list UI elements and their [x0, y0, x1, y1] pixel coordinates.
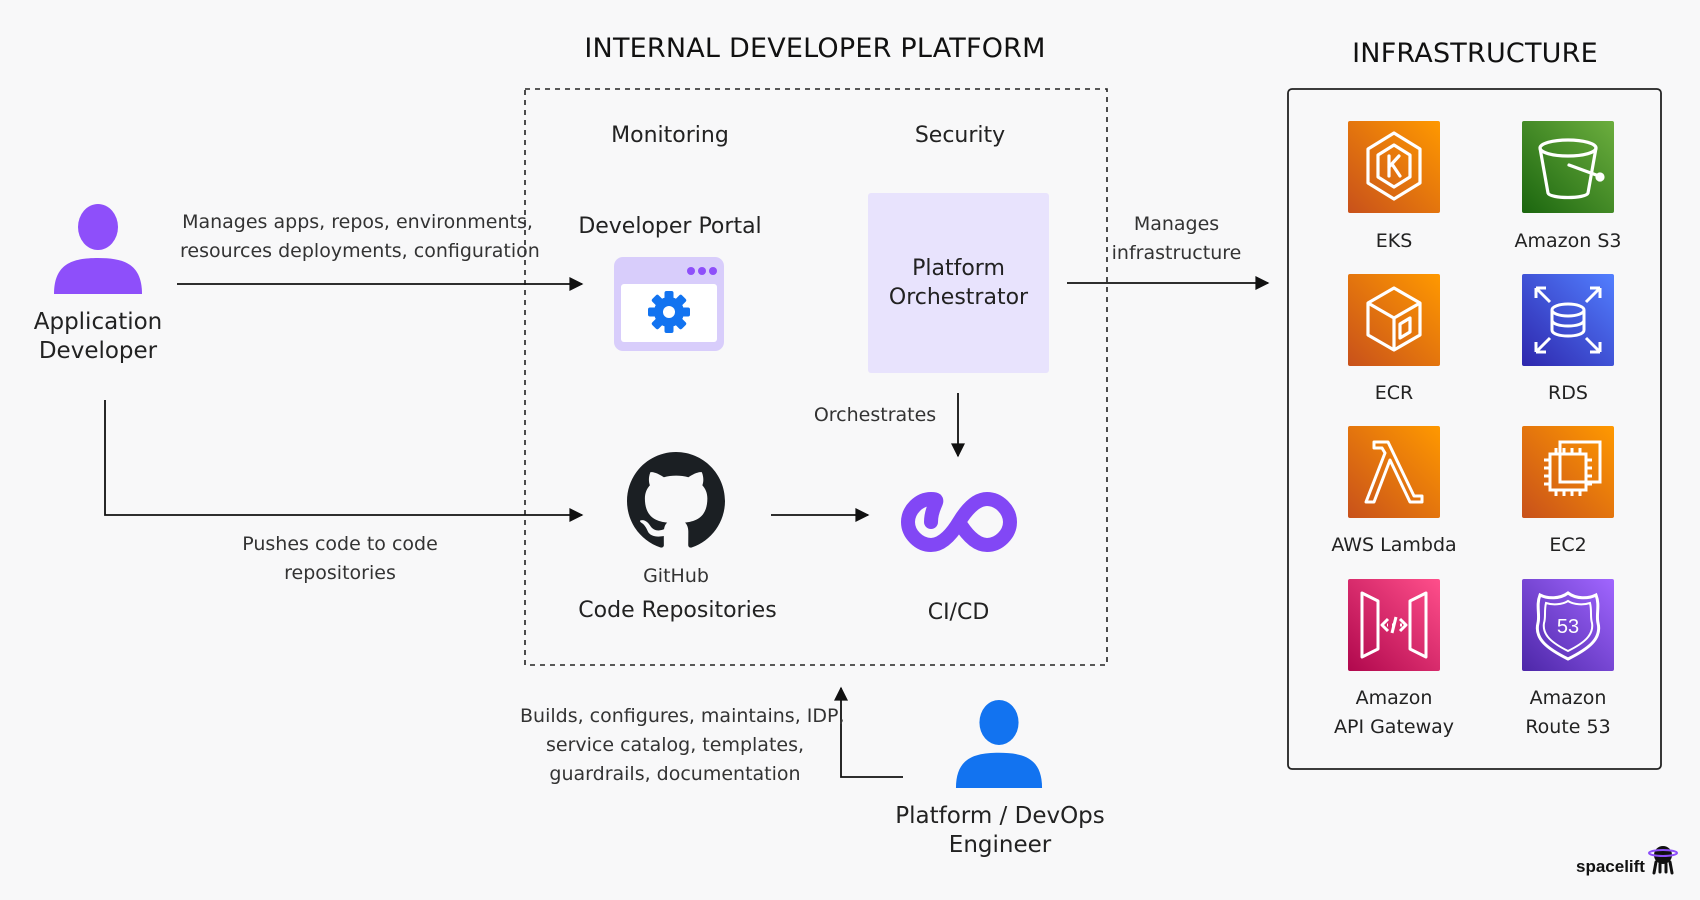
builds-idp-arrow [834, 686, 903, 778]
manages-infrastructure-note: Manages infrastructure [1111, 213, 1242, 264]
builds-idp-note: Builds, configures, maintains, IDP, serv… [520, 705, 845, 785]
github-octocat-icon [627, 452, 725, 548]
platform-orchestrator-box [868, 193, 1049, 373]
platform-title: INTERNAL DEVELOPER PLATFORM [584, 33, 1046, 64]
code-repositories-label: Code Repositories [578, 598, 777, 623]
manages-apps-note: Manages apps, repos, environments, resou… [180, 211, 540, 262]
platform-engineer-label: Platform / DevOps Engineer [895, 803, 1105, 858]
rds-tile [1522, 274, 1614, 366]
security-label: Security [914, 123, 1006, 148]
platform-engineer-icon [955, 699, 1043, 788]
application-developer-icon [54, 204, 142, 294]
application-developer-label: Application Developer [33, 309, 163, 364]
monitoring-label: Monitoring [611, 123, 729, 148]
rds-label: RDS [1548, 382, 1588, 404]
api-gateway-icon [1360, 591, 1428, 659]
developer-portal-icon [614, 257, 724, 351]
pushes-code-note: Pushes code to code repositories [242, 533, 438, 584]
svg-text:53: 53 [1557, 616, 1579, 638]
eks-tile [1348, 121, 1440, 213]
ec2-chip-icon [1544, 440, 1602, 496]
ecr-icon [1366, 286, 1422, 352]
lambda-tile [1348, 426, 1440, 518]
route53-icon: 53 [1535, 591, 1601, 661]
route53-label: Amazon Route 53 [1525, 687, 1611, 738]
s3-tile [1522, 121, 1614, 213]
route53-tile: 53 [1522, 579, 1614, 671]
gear-icon [648, 291, 690, 333]
platform-boundary [524, 88, 1108, 666]
pushes-code-arrow [104, 400, 584, 522]
lambda-icon [1364, 440, 1424, 504]
ecr-tile [1348, 274, 1440, 366]
developer-portal-label: Developer Portal [578, 214, 762, 239]
ec2-label: EC2 [1549, 534, 1587, 556]
cicd-label: CI/CD [927, 600, 990, 625]
platform-orchestrator-label: Platform Orchestrator [888, 256, 1029, 310]
cicd-infinity-icon [900, 491, 1018, 553]
api-gateway-tile [1348, 579, 1440, 671]
eks-icon [1366, 131, 1422, 201]
infrastructure-title: INFRASTRUCTURE [1352, 38, 1598, 69]
infrastructure-frame [1287, 88, 1662, 770]
ecr-label: ECR [1374, 382, 1414, 404]
rds-icon [1534, 286, 1602, 354]
spacelift-astronaut-icon [1648, 846, 1678, 875]
github-label: GitHub [643, 565, 709, 587]
ec2-tile [1522, 426, 1614, 518]
api-gateway-label: Amazon API Gateway [1333, 687, 1455, 738]
s3-bucket-icon [1538, 138, 1605, 200]
spacelift-logo-text: spacelift [1576, 857, 1645, 876]
lambda-label: AWS Lambda [1331, 534, 1457, 556]
orchestrates-label: Orchestrates [813, 404, 937, 426]
eks-label: EKS [1375, 230, 1413, 252]
s3-label: Amazon S3 [1514, 230, 1622, 252]
